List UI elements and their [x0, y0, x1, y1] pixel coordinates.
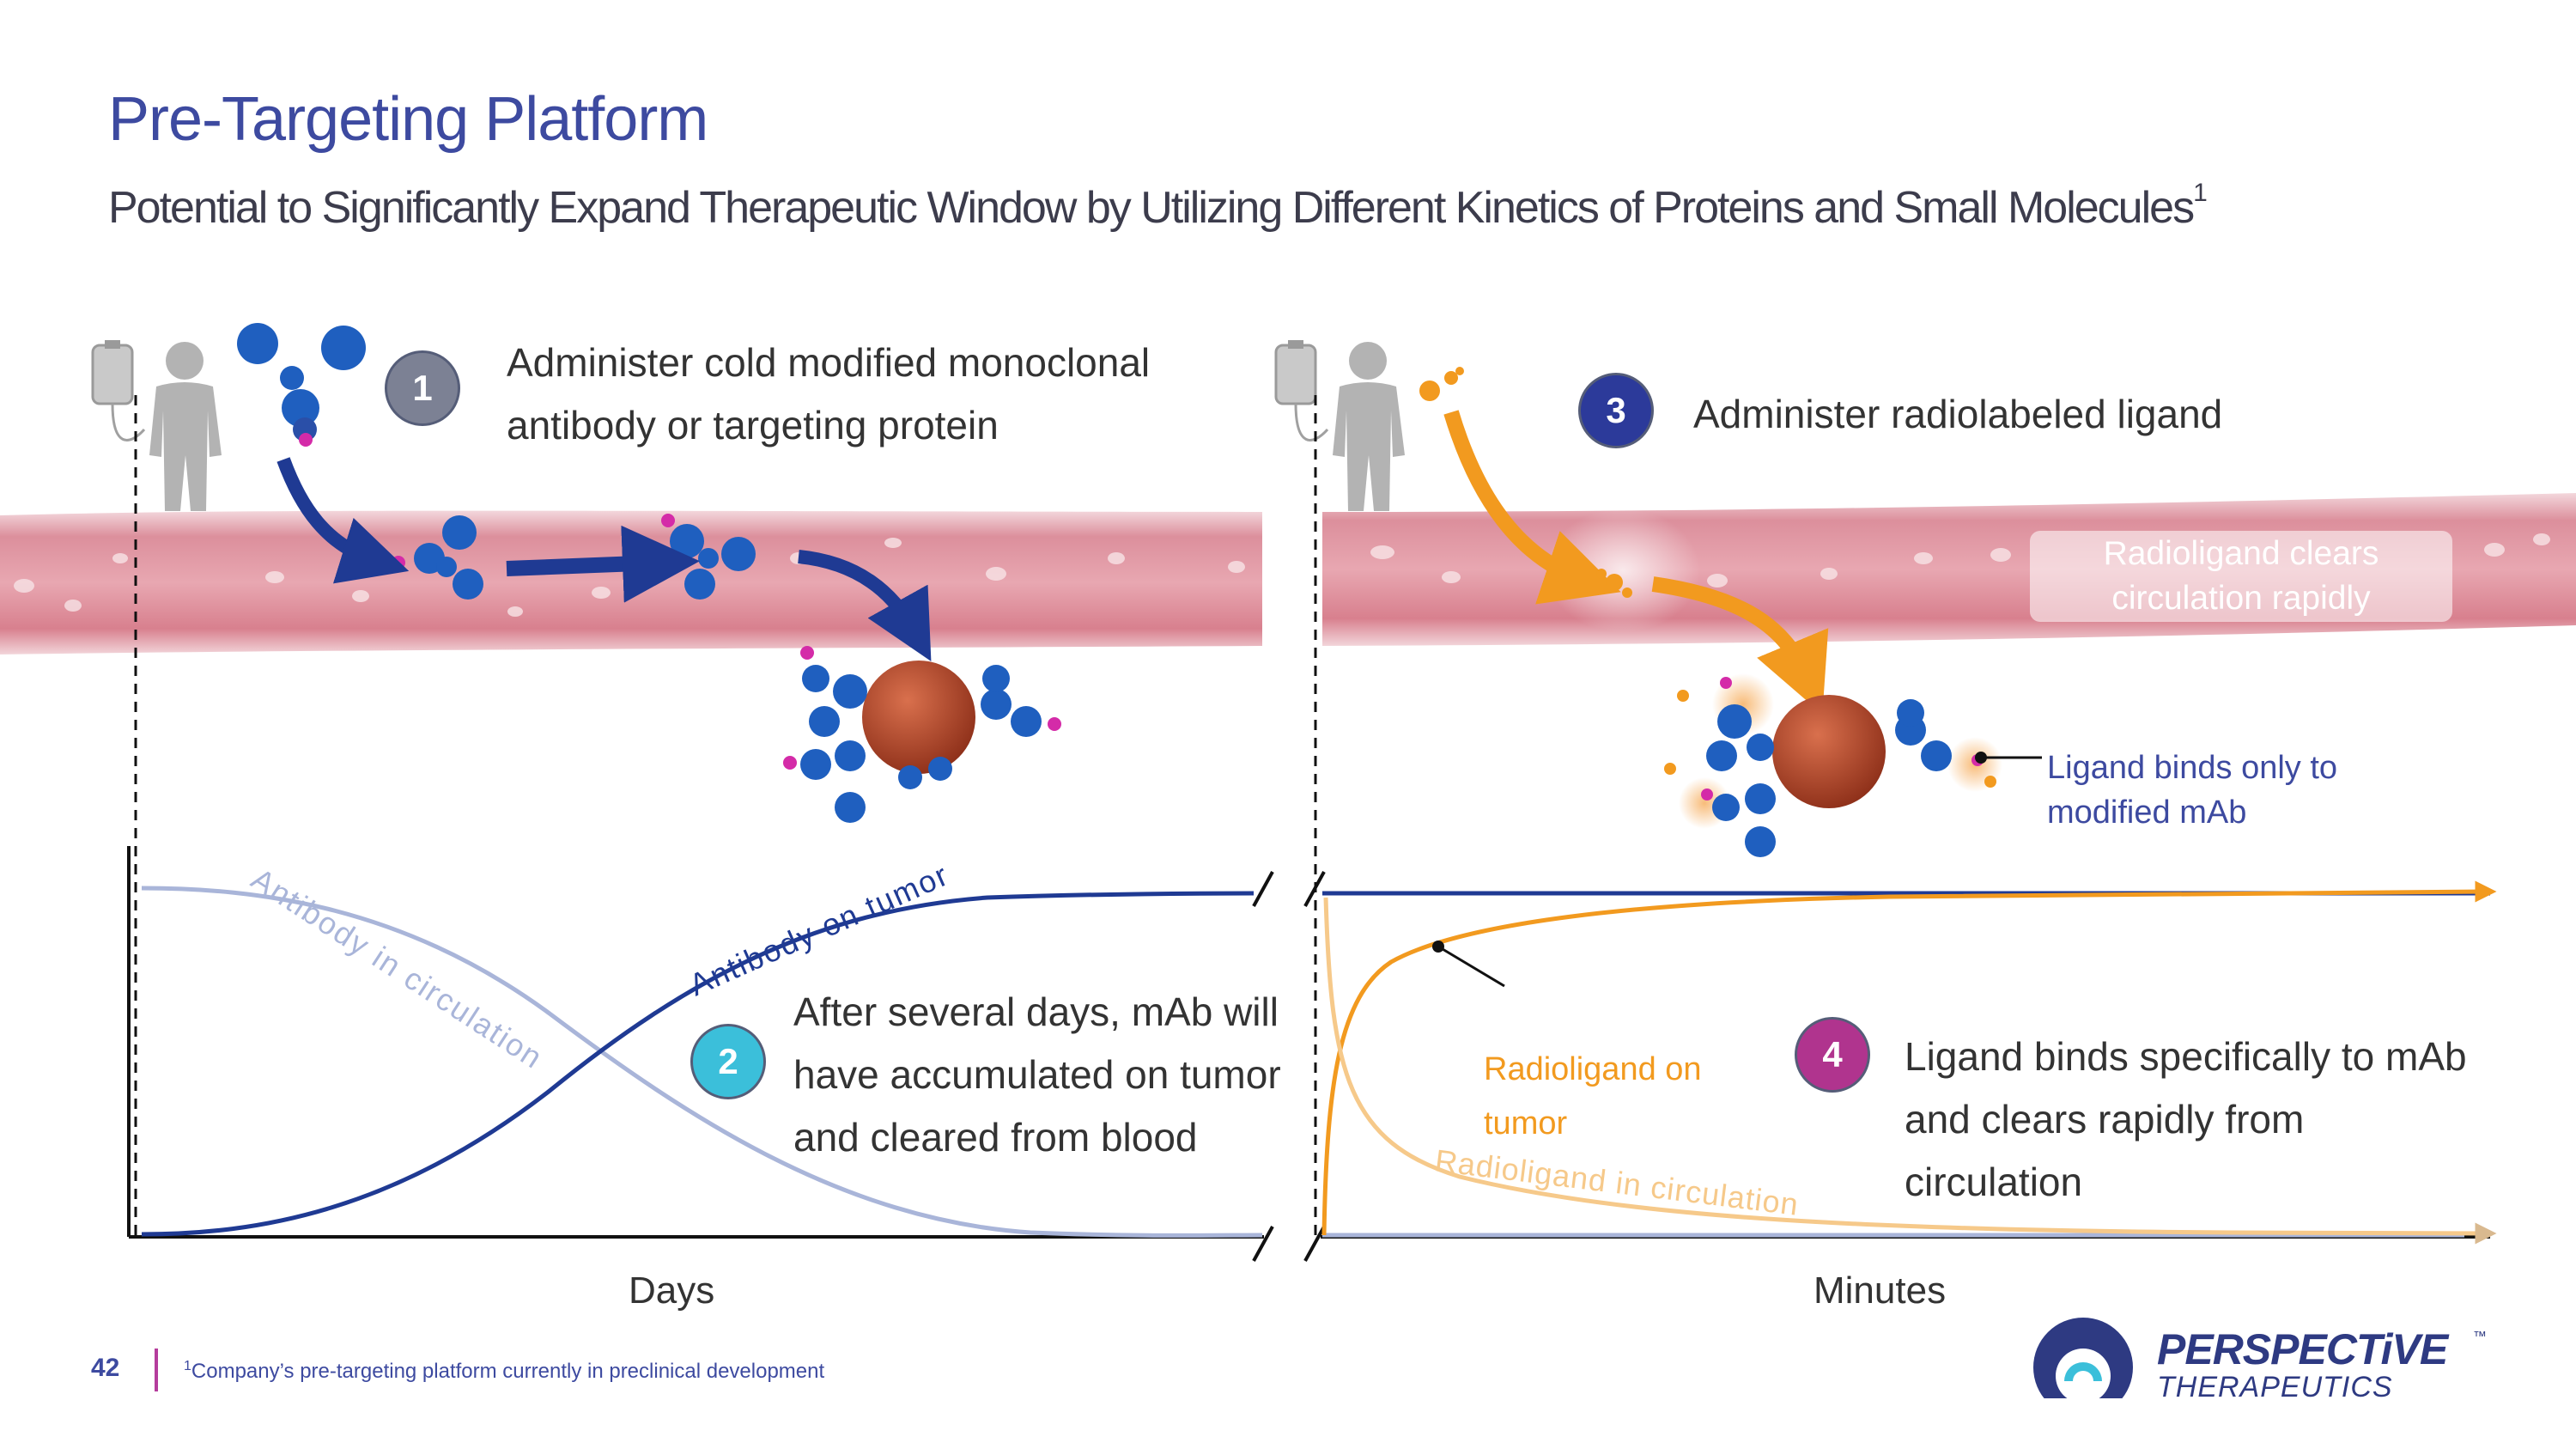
- curve-antibody-circulation: [141, 886, 1263, 1238]
- page-title: Pre-Targeting Platform: [108, 85, 708, 154]
- step-4-badge: 4: [1795, 1017, 1870, 1093]
- arrow-ligand-to-tumor: [1651, 576, 1829, 715]
- callout-clears-line1: Radioligand clears: [2103, 535, 2379, 572]
- iv-bag-icon-2: [1274, 340, 1329, 441]
- page-subtitle: Potential to Significantly Expand Therap…: [108, 179, 2208, 234]
- axis-break-left: [1252, 871, 1274, 1262]
- x-axis-label-minutes: Minutes: [1814, 1269, 1947, 1312]
- curve-antibody-tumor: [141, 891, 1255, 1237]
- person-icon: [149, 342, 222, 511]
- subtitle-text: Potential to Significantly Expand Therap…: [108, 183, 2195, 233]
- brand-trademark: ™: [2473, 1330, 2487, 1344]
- footnote-text: Company’s pre-targeting platform current…: [191, 1360, 825, 1383]
- blood-vessel-left: [0, 510, 1262, 654]
- step-1-line2: antibody or targeting protein: [507, 403, 999, 447]
- arrow-along-vessel: [506, 525, 700, 603]
- brand-subtitle: THERAPEUTICS: [2157, 1371, 2393, 1403]
- page-number: 42: [91, 1354, 120, 1382]
- step-1-text: Administer cold modified monoclonal anti…: [507, 332, 1150, 457]
- callout-clears-line2: circulation rapidly: [2111, 580, 2371, 617]
- brand-name: PERSPECTiVE: [2157, 1325, 2448, 1373]
- iv-bag-icon: [91, 340, 146, 441]
- step-4-line3: circulation: [1905, 1160, 2083, 1204]
- label-antibody-circulation: Antibody in circulation: [246, 861, 550, 1075]
- footnote-mark: 1: [184, 1359, 191, 1373]
- arrow-ligand-to-vessel: [1443, 410, 1621, 605]
- step-4-line1: Ligand binds specifically to mAb: [1905, 1034, 2467, 1079]
- footer-divider: [155, 1349, 158, 1391]
- tumor-cell-right: [1664, 673, 2002, 857]
- callout-binds-line2: modified mAb: [2047, 795, 2247, 831]
- step-2-line1: After several days, mAb will: [793, 989, 1279, 1034]
- step-1-line1: Administer cold modified monoclonal: [507, 340, 1151, 385]
- step-3-line1: Administer radiolabeled ligand: [1693, 392, 2223, 436]
- step-1-badge: 1: [385, 350, 460, 426]
- person-icon-2: [1333, 342, 1405, 511]
- callout-binds-modified-mab: Ligand binds only to modified mAb: [2047, 746, 2337, 835]
- label-radioligand-circulation: Radioligand in circulation: [1433, 1142, 1801, 1222]
- antibody-icon: [237, 323, 366, 447]
- step-3-badge: 3: [1578, 373, 1654, 448]
- callout-leader-binds: [1975, 752, 2042, 764]
- curve-radioligand-circulation: [1323, 897, 2497, 1245]
- step-3-text: Administer radiolabeled ligand: [1693, 383, 2222, 446]
- callout-clears-circulation: Radioligand clears circulation rapidly: [2030, 531, 2452, 622]
- step-2-line2: have accumulated on tumor: [793, 1052, 1281, 1097]
- label-radioligand-tumor: Radioligand on tumor: [1484, 1043, 1702, 1151]
- callout-binds-line1: Ligand binds only to: [2047, 750, 2338, 786]
- tumor-cell-left: [783, 646, 1061, 823]
- curve-radioligand-tumor: [1321, 880, 2497, 1236]
- antibody-icon-2: [392, 515, 483, 600]
- step-2-line3: and cleared from blood: [793, 1115, 1198, 1160]
- step-2-badge: 2: [690, 1024, 766, 1099]
- left-graph-axes: [127, 846, 1264, 1239]
- label-radioligand-tumor-line1: Radioligand on: [1484, 1051, 1702, 1087]
- radioligand-icon-2: [1596, 569, 1632, 598]
- arrow-to-vessel: [276, 457, 410, 584]
- arrow-to-tumor: [798, 550, 932, 661]
- x-axis-label-days: Days: [629, 1269, 715, 1312]
- perspective-logo-icon: [2030, 1318, 2142, 1417]
- radioligand-icon: [1419, 367, 1464, 401]
- footnote: 1Company’s pre-targeting platform curren…: [184, 1359, 824, 1384]
- callout-leader-tumor: [1432, 941, 1505, 988]
- label-radioligand-tumor-line2: tumor: [1484, 1105, 1568, 1142]
- step-4-line2: and clears rapidly from: [1905, 1097, 2305, 1142]
- subtitle-footnote-mark: 1: [2193, 179, 2208, 207]
- step-4-text: Ligand binds specifically to mAb and cle…: [1905, 1026, 2467, 1214]
- step-2-text: After several days, mAb will have accumu…: [793, 981, 1281, 1169]
